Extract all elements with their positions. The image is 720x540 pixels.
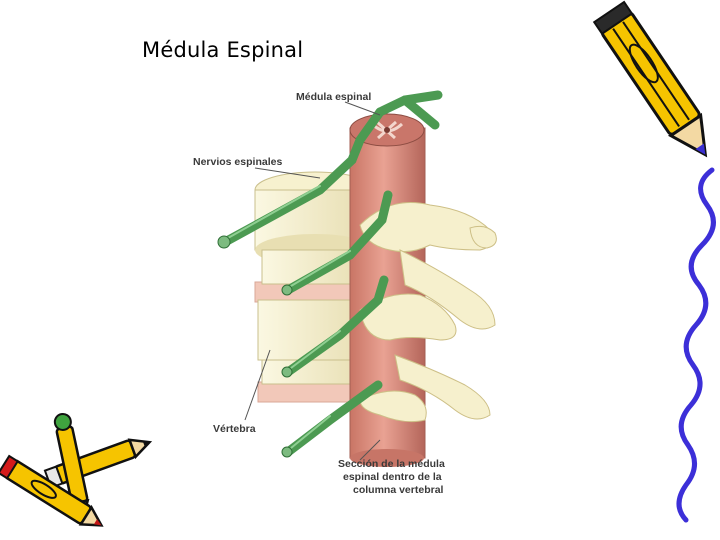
nerve-highlights xyxy=(227,185,351,449)
label-section-line-2: espinal dentro de la xyxy=(343,471,442,483)
slide-title: Médula Espinal xyxy=(142,38,304,62)
label-spinal-cord: Médula espinal xyxy=(296,91,371,103)
leader-lines xyxy=(244,101,381,461)
label-section-line-1: Sección de la médula xyxy=(338,458,445,470)
label-spinal-nerves: Nervios espinales xyxy=(193,156,282,168)
spinal-nerves xyxy=(220,90,443,457)
squiggle-border xyxy=(676,167,716,523)
label-vertebra: Vértebra xyxy=(213,423,256,435)
label-section-line-3: columna vertebral xyxy=(353,484,444,496)
pencil-icon xyxy=(592,0,708,158)
pencils-icon xyxy=(0,412,153,527)
nerve-ends xyxy=(217,235,293,458)
vertebral-processes xyxy=(359,202,497,423)
